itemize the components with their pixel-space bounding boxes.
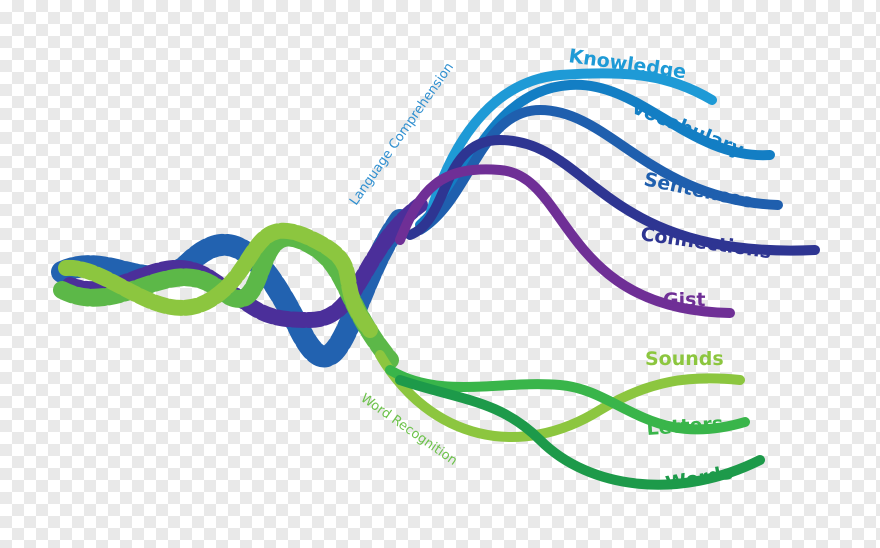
strand-letters	[385, 365, 750, 435]
label-gist: Gist	[663, 289, 706, 311]
rope-purple-strand	[62, 197, 428, 329]
word-recognition-label: Word Recognition	[358, 391, 460, 469]
strand-gist	[395, 164, 735, 318]
strand-sentences	[415, 104, 783, 235]
label-sounds: Sounds	[645, 348, 724, 370]
label-connections: Connections	[639, 223, 772, 263]
rope-lightgreen-strand	[58, 222, 378, 338]
label-sentences: Sentences	[642, 168, 755, 213]
braided-rope	[51, 197, 428, 369]
strand-knowledge	[425, 68, 717, 220]
label-letters: Letters	[646, 413, 724, 440]
strand-words	[395, 375, 765, 490]
strand-sounds	[375, 350, 745, 442]
word-recognition-strands	[375, 350, 765, 490]
label-words: Words	[664, 462, 734, 495]
strand-connections	[405, 134, 820, 256]
label-vocabulary: Vocabulary	[628, 96, 747, 161]
language-comprehension-strands	[395, 68, 820, 318]
